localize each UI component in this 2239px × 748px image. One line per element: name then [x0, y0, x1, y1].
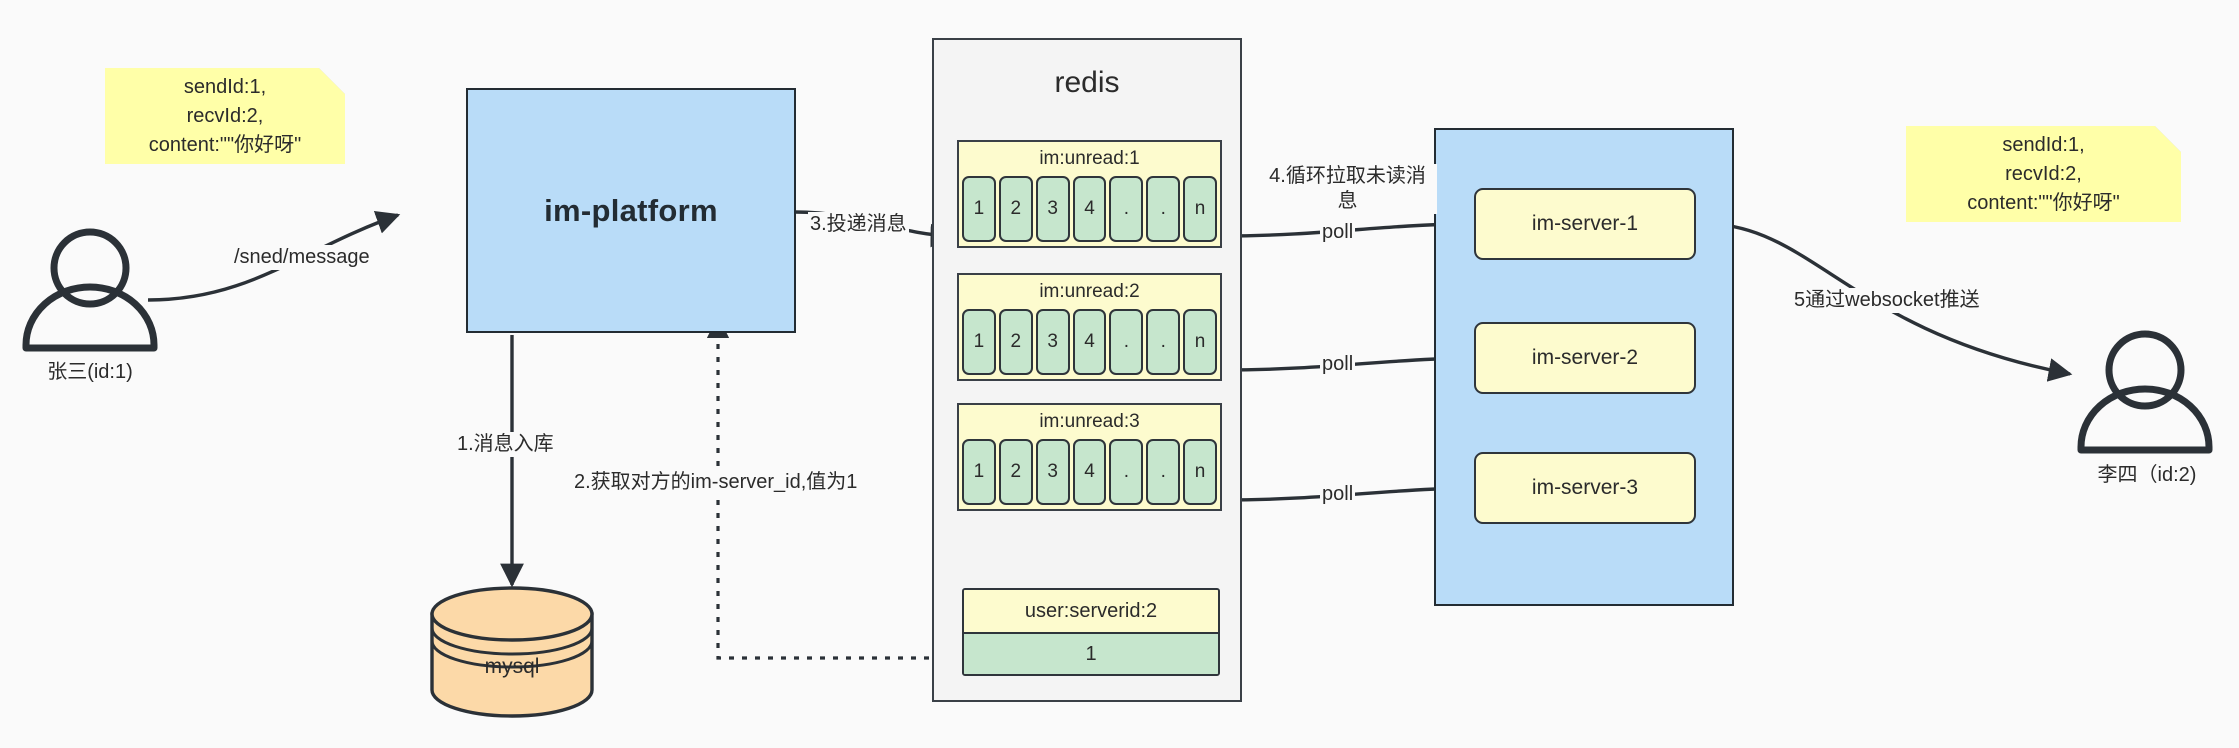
- edge-sender-to-platform: [147, 211, 401, 302]
- redis-kv-value: 1: [964, 632, 1218, 674]
- im-server-1-label: im-server-1: [1531, 212, 1639, 235]
- redis-list-2-key: im:unread:2: [1039, 281, 1140, 302]
- im-server-3-node[interactable]: im-server-3: [1474, 452, 1696, 524]
- list-cell: 4: [1072, 439, 1107, 505]
- receiver-user-icon: [2077, 330, 2213, 454]
- list-cell: 3: [1035, 439, 1070, 505]
- edge-label-step2: 2.获取对方的im-server_id,值为1: [572, 470, 860, 495]
- list-cell: .: [1109, 176, 1144, 242]
- edge-server1-to-receiver: [1689, 221, 2073, 382]
- edge-label-step5: 5通过websocket推送: [1792, 288, 1982, 313]
- list-cell: 2: [998, 176, 1033, 242]
- redis-list-3-key: im:unread:3: [1039, 411, 1140, 432]
- edge-label-poll-3: poll: [1320, 482, 1356, 507]
- sender-user-icon: [22, 228, 158, 352]
- edge-label-step3: 3.投递消息: [808, 212, 909, 237]
- redis-title: redis: [1054, 66, 1120, 99]
- list-cell: 4: [1072, 176, 1107, 242]
- edge-label-poll-1: poll: [1320, 220, 1356, 245]
- im-platform-box[interactable]: im-platform: [466, 88, 796, 333]
- redis-list-3-cells: 1 2 3 4 . . n: [962, 439, 1218, 505]
- im-platform-label: im-platform: [544, 192, 718, 228]
- sender-label: 张三(id:1): [47, 361, 133, 383]
- mysql-label: mysql: [484, 655, 540, 678]
- list-cell: 1: [962, 309, 996, 375]
- list-cell: 1: [962, 439, 996, 505]
- list-cell: 3: [1035, 309, 1070, 375]
- edge-label-send-message: /sned/message: [232, 245, 372, 270]
- list-cell: .: [1109, 439, 1144, 505]
- mysql-cylinder-icon: [430, 586, 594, 718]
- im-server-1-node[interactable]: im-server-1: [1474, 188, 1696, 260]
- list-cell: n: [1183, 439, 1218, 505]
- redis-list-im-unread-1[interactable]: im:unread:1 1 2 3 4 . . n: [957, 140, 1222, 248]
- sticky-note-left-text: sendId:1, recvId:2, content:""你好呀": [148, 75, 302, 156]
- list-cell: n: [1183, 176, 1218, 242]
- list-cell: 4: [1072, 309, 1107, 375]
- edge-label-poll-2: poll: [1320, 352, 1356, 377]
- sticky-note-right-text: sendId:1, recvId:2, content:""你好呀": [1967, 133, 2120, 214]
- im-server-3-label: im-server-3: [1531, 476, 1639, 499]
- edge-label-step4: 4.循环拉取未读消 息: [1258, 164, 1437, 214]
- redis-kv-user-serverid[interactable]: user:serverid:2 1: [962, 588, 1220, 676]
- im-server-2-node[interactable]: im-server-2: [1474, 322, 1696, 394]
- receiver-label: 李四（id:2): [2097, 464, 2197, 486]
- im-server-2-label: im-server-2: [1531, 346, 1639, 369]
- list-cell: n: [1183, 309, 1218, 375]
- list-cell: .: [1146, 309, 1181, 375]
- edge-redis-to-platform-dotted: [706, 315, 955, 660]
- list-cell: 2: [998, 439, 1033, 505]
- redis-list-1-cells: 1 2 3 4 . . n: [962, 176, 1218, 242]
- sticky-note-left: sendId:1, recvId:2, content:""你好呀": [105, 68, 345, 164]
- list-cell: 1: [962, 176, 996, 242]
- list-cell: 2: [998, 309, 1033, 375]
- sticky-note-right: sendId:1, recvId:2, content:""你好呀": [1906, 126, 2181, 222]
- list-cell: .: [1146, 176, 1181, 242]
- list-cell: .: [1146, 439, 1181, 505]
- redis-list-im-unread-3[interactable]: im:unread:3 1 2 3 4 . . n: [957, 403, 1222, 511]
- redis-list-1-key: im:unread:1: [1039, 148, 1140, 169]
- list-cell: 3: [1035, 176, 1070, 242]
- redis-list-im-unread-2[interactable]: im:unread:2 1 2 3 4 . . n: [957, 273, 1222, 381]
- redis-kv-key: user:serverid:2: [964, 590, 1218, 632]
- edge-label-step1: 1.消息入库: [455, 432, 556, 457]
- redis-list-2-cells: 1 2 3 4 . . n: [962, 309, 1218, 375]
- list-cell: .: [1109, 309, 1144, 375]
